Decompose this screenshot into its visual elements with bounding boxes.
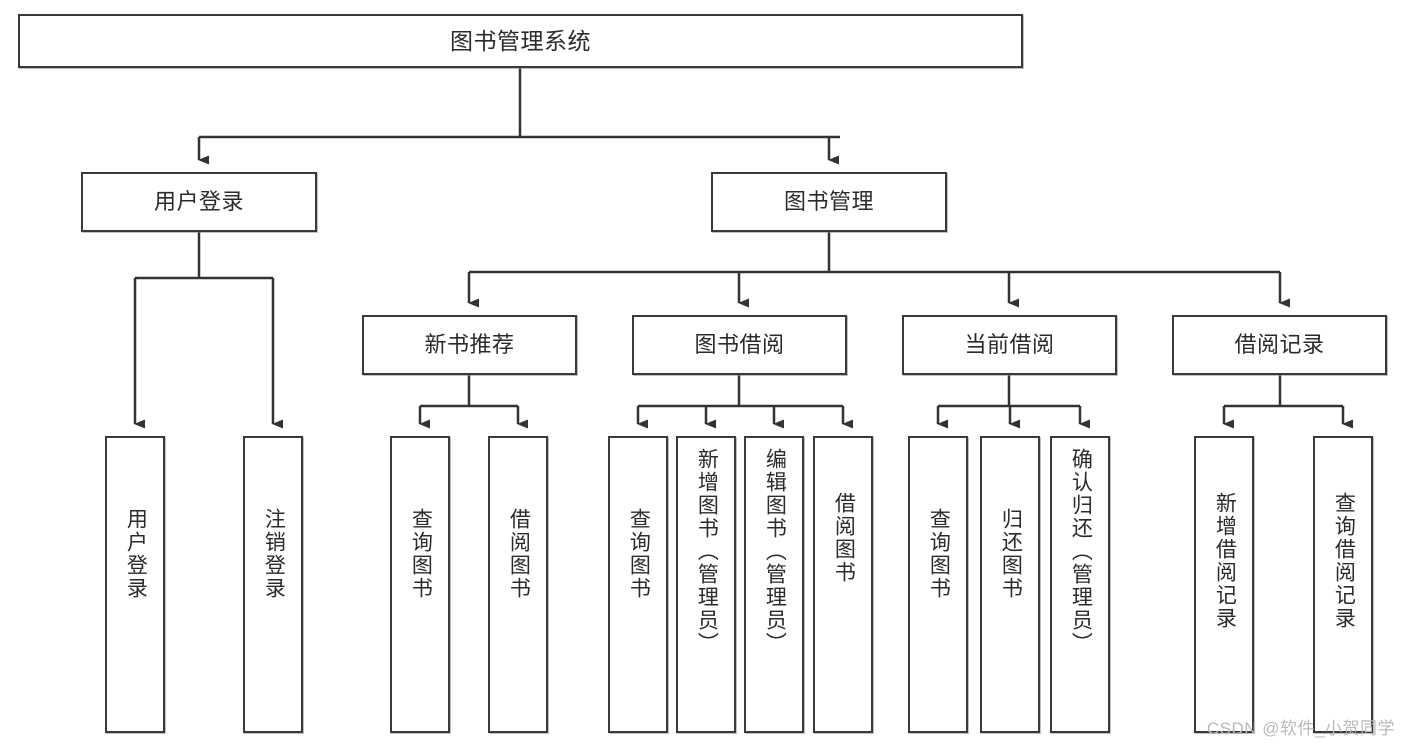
node-leaf-return-book[interactable]: 归还图书 bbox=[980, 436, 1040, 733]
node-current-borrow[interactable]: 当前借阅 bbox=[902, 315, 1117, 375]
node-book-borrow[interactable]: 图书借阅 bbox=[632, 315, 847, 375]
node-leaf-return-book-label: 归还图书 bbox=[999, 508, 1023, 600]
node-leaf-borrow-book-2-label: 借阅图书 bbox=[832, 492, 856, 584]
node-leaf-query-book-2-label: 查询图书 bbox=[627, 508, 651, 600]
node-leaf-confirm-return-admin-label: 确认归还（管理员） bbox=[1069, 448, 1093, 655]
node-leaf-user-login[interactable]: 用户登录 bbox=[105, 436, 165, 733]
node-leaf-add-borrow-record-label: 新增借阅记录 bbox=[1213, 492, 1237, 630]
node-borrow-record[interactable]: 借阅记录 bbox=[1172, 315, 1387, 375]
node-root-system-label: 图书管理系统 bbox=[450, 27, 591, 54]
node-leaf-borrow-book-1[interactable]: 借阅图书 bbox=[488, 436, 548, 733]
node-book-manage-label: 图书管理 bbox=[783, 189, 874, 215]
node-leaf-query-book-1[interactable]: 查询图书 bbox=[390, 436, 450, 733]
node-leaf-add-book-admin-label: 新增图书（管理员） bbox=[695, 448, 719, 655]
node-new-book-rec[interactable]: 新书推荐 bbox=[362, 315, 577, 375]
node-user-login-label: 用户登录 bbox=[153, 189, 244, 215]
node-leaf-borrow-book-2[interactable]: 借阅图书 bbox=[813, 436, 873, 733]
node-borrow-record-label: 借阅记录 bbox=[1234, 332, 1325, 358]
node-leaf-query-borrow-record[interactable]: 查询借阅记录 bbox=[1313, 436, 1373, 733]
node-leaf-logout-login-label: 注销登录 bbox=[262, 508, 286, 600]
node-leaf-query-book-2[interactable]: 查询图书 bbox=[608, 436, 668, 733]
node-leaf-borrow-book-1-label: 借阅图书 bbox=[507, 508, 531, 600]
node-leaf-add-borrow-record[interactable]: 新增借阅记录 bbox=[1194, 436, 1254, 733]
node-leaf-query-borrow-record-label: 查询借阅记录 bbox=[1332, 492, 1356, 630]
node-leaf-edit-book-admin[interactable]: 编辑图书（管理员） bbox=[744, 436, 804, 733]
node-leaf-user-login-label: 用户登录 bbox=[124, 508, 148, 600]
node-leaf-logout-login[interactable]: 注销登录 bbox=[243, 436, 303, 733]
node-leaf-query-book-3-label: 查询图书 bbox=[927, 508, 951, 600]
node-current-borrow-label: 当前借阅 bbox=[964, 332, 1055, 358]
node-leaf-confirm-return-admin[interactable]: 确认归还（管理员） bbox=[1050, 436, 1110, 733]
node-book-borrow-label: 图书借阅 bbox=[694, 332, 785, 358]
watermark-text: CSDN @软件_小贺同学 bbox=[1206, 719, 1395, 738]
node-new-book-rec-label: 新书推荐 bbox=[424, 332, 515, 358]
node-leaf-edit-book-admin-label: 编辑图书（管理员） bbox=[763, 448, 787, 655]
node-leaf-add-book-admin[interactable]: 新增图书（管理员） bbox=[676, 436, 736, 733]
node-book-manage[interactable]: 图书管理 bbox=[711, 172, 947, 232]
node-root-system[interactable]: 图书管理系统 bbox=[18, 14, 1023, 68]
node-leaf-query-book-1-label: 查询图书 bbox=[409, 508, 433, 600]
node-user-login[interactable]: 用户登录 bbox=[81, 172, 317, 232]
node-leaf-query-book-3[interactable]: 查询图书 bbox=[908, 436, 968, 733]
